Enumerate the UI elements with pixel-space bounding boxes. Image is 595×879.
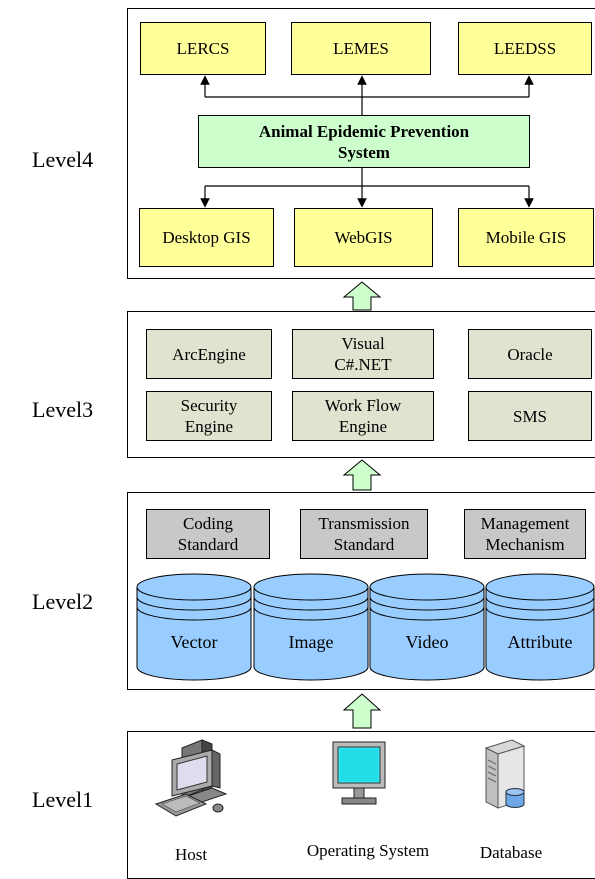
sms-box: SMS	[468, 391, 592, 441]
attribute-label: Attribute	[507, 632, 573, 652]
video-cylinder	[369, 573, 485, 681]
computer-icon	[154, 739, 228, 817]
coding-standard-box: Coding Standard	[146, 509, 270, 559]
level4-label: Level4	[32, 147, 94, 172]
visual-line2: C#.NET	[334, 355, 392, 374]
level3-label: Level3	[32, 397, 94, 422]
coding-line1: Coding	[182, 514, 234, 533]
database-server-icon	[484, 739, 526, 809]
visual-csharp-box: Visual C#.NET	[292, 329, 434, 379]
vector-label: Vector	[170, 632, 218, 652]
transmission-line2: Standard	[333, 535, 395, 554]
database-label: Database	[479, 843, 543, 862]
management-mechanism-box: Management Mechanism	[464, 509, 586, 559]
monitor-icon	[332, 741, 386, 805]
oracle-box: Oracle	[468, 329, 592, 379]
transmission-standard-box: Transmission Standard	[300, 509, 428, 559]
operating-system-label: Operating System	[306, 841, 430, 860]
visual-line1: Visual	[341, 334, 385, 353]
security-engine-box: Security Engine	[146, 391, 272, 441]
video-label: Video	[405, 632, 449, 652]
center-box-line1: Animal Epidemic Prevention	[258, 121, 470, 141]
coding-line2: Standard	[177, 535, 239, 554]
security-line2: Engine	[184, 417, 234, 436]
arcengine-box: ArcEngine	[146, 329, 272, 379]
up-arrow-3-to-4	[342, 281, 382, 311]
management-line1: Management	[480, 514, 570, 533]
up-arrow-1-to-2	[342, 693, 382, 729]
host-label: Host	[174, 845, 208, 864]
security-line1: Security	[180, 396, 238, 415]
image-cylinder	[253, 573, 369, 681]
center-box-line2: System	[338, 142, 390, 162]
image-label: Image	[288, 632, 334, 652]
vector-cylinder	[136, 573, 252, 681]
up-arrow-2-to-3	[342, 459, 382, 491]
level1-label: Level1	[32, 787, 94, 812]
mobile-gis-box: Mobile GIS	[458, 208, 594, 267]
webgis-box: WebGIS	[294, 208, 433, 267]
workflow-line2: Engine	[338, 417, 388, 436]
desktop-gis-box: Desktop GIS	[139, 208, 274, 267]
attribute-cylinder	[485, 573, 595, 681]
leedss-box: LEEDSS	[458, 22, 592, 75]
workflow-line1: Work Flow	[324, 396, 402, 415]
transmission-line1: Transmission	[318, 514, 410, 533]
management-line2: Mechanism	[485, 535, 565, 554]
work-flow-engine-box: Work Flow Engine	[292, 391, 434, 441]
lemes-box: LEMES	[291, 22, 431, 75]
animal-epidemic-prevention-system-box: Animal Epidemic Prevention System	[198, 115, 530, 168]
level2-label: Level2	[32, 589, 94, 614]
lercs-box: LERCS	[140, 22, 266, 75]
